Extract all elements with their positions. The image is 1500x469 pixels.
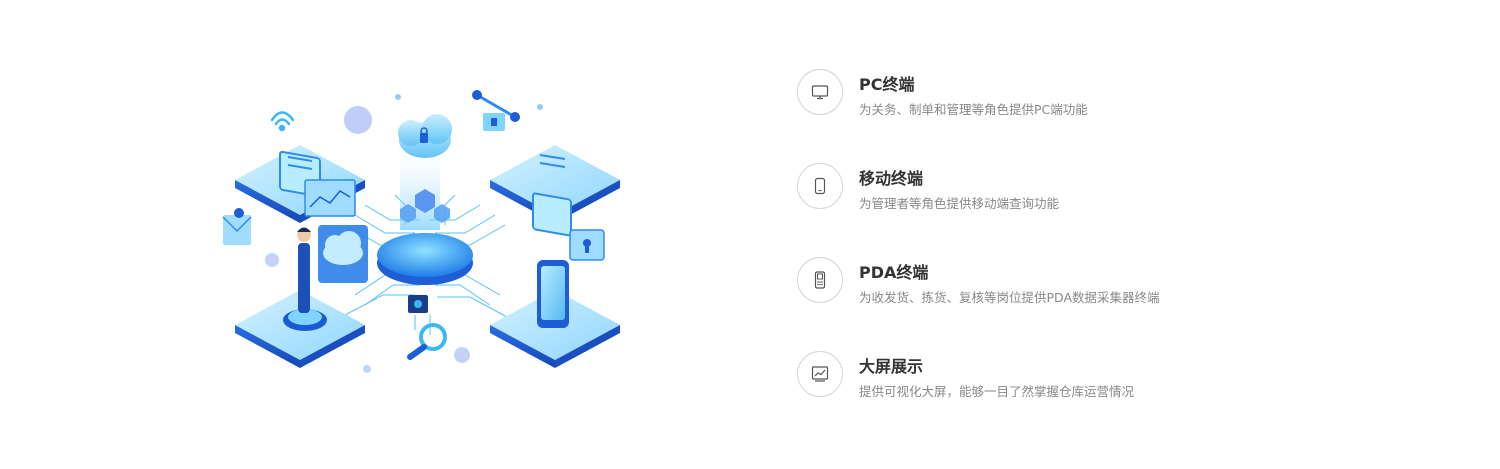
feature-description: 为管理者等角色提供移动端查询功能 [859, 196, 1060, 211]
chart-screen-icon [797, 351, 843, 397]
central-hub [377, 189, 473, 285]
person-figure [297, 225, 368, 313]
monitor-icon [797, 69, 843, 115]
platform-top-right [490, 145, 620, 237]
feature-title: 移动终端 [859, 169, 924, 188]
chip-icon [408, 295, 428, 313]
cloud-lock-icon [398, 114, 452, 158]
feature-description: 为收发货、拣货、复核等岗位提供PDA数据采集器终端 [859, 290, 1160, 305]
floating-orb [344, 106, 372, 134]
feature-list: PC终端 为关务、制单和管理等角色提供PC端功能 移动终端 为管理者等角色提供移… [797, 69, 1397, 445]
pda-scanner-icon [797, 257, 843, 303]
feature-description: 为关务、制单和管理等角色提供PC端功能 [859, 102, 1088, 117]
feature-description: 提供可视化大屏，能够一目了然掌握仓库运营情况 [859, 384, 1135, 399]
floating-dot [363, 365, 371, 373]
feature-item-big-screen: 大屏展示 提供可视化大屏，能够一目了然掌握仓库运营情况 [797, 351, 1397, 399]
feature-item-pc: PC终端 为关务、制单和管理等角色提供PC端功能 [797, 69, 1397, 117]
platform-bottom-right [490, 260, 620, 368]
envelope-icon [222, 208, 252, 245]
drone-lock-icon [472, 90, 520, 131]
floating-dot [537, 104, 543, 110]
feature-item-mobile: 移动终端 为管理者等角色提供移动端查询功能 [797, 163, 1397, 211]
mobile-phone-icon [797, 163, 843, 209]
magnifier-icon [407, 323, 447, 360]
folder-lock-icon [569, 229, 605, 261]
feature-title: PC终端 [859, 75, 915, 94]
floating-dot [454, 347, 470, 363]
floating-dot [265, 253, 279, 267]
feature-title: PDA终端 [859, 263, 929, 282]
feature-item-pda: PDA终端 为收发货、拣货、复核等岗位提供PDA数据采集器终端 [797, 257, 1397, 305]
isometric-cloud-network-illustration [215, 85, 635, 395]
wifi-icon [270, 111, 295, 132]
floating-dot [395, 94, 401, 100]
feature-title: 大屏展示 [859, 357, 924, 376]
platform-bottom-left [235, 290, 365, 368]
chart-panel [304, 179, 356, 217]
